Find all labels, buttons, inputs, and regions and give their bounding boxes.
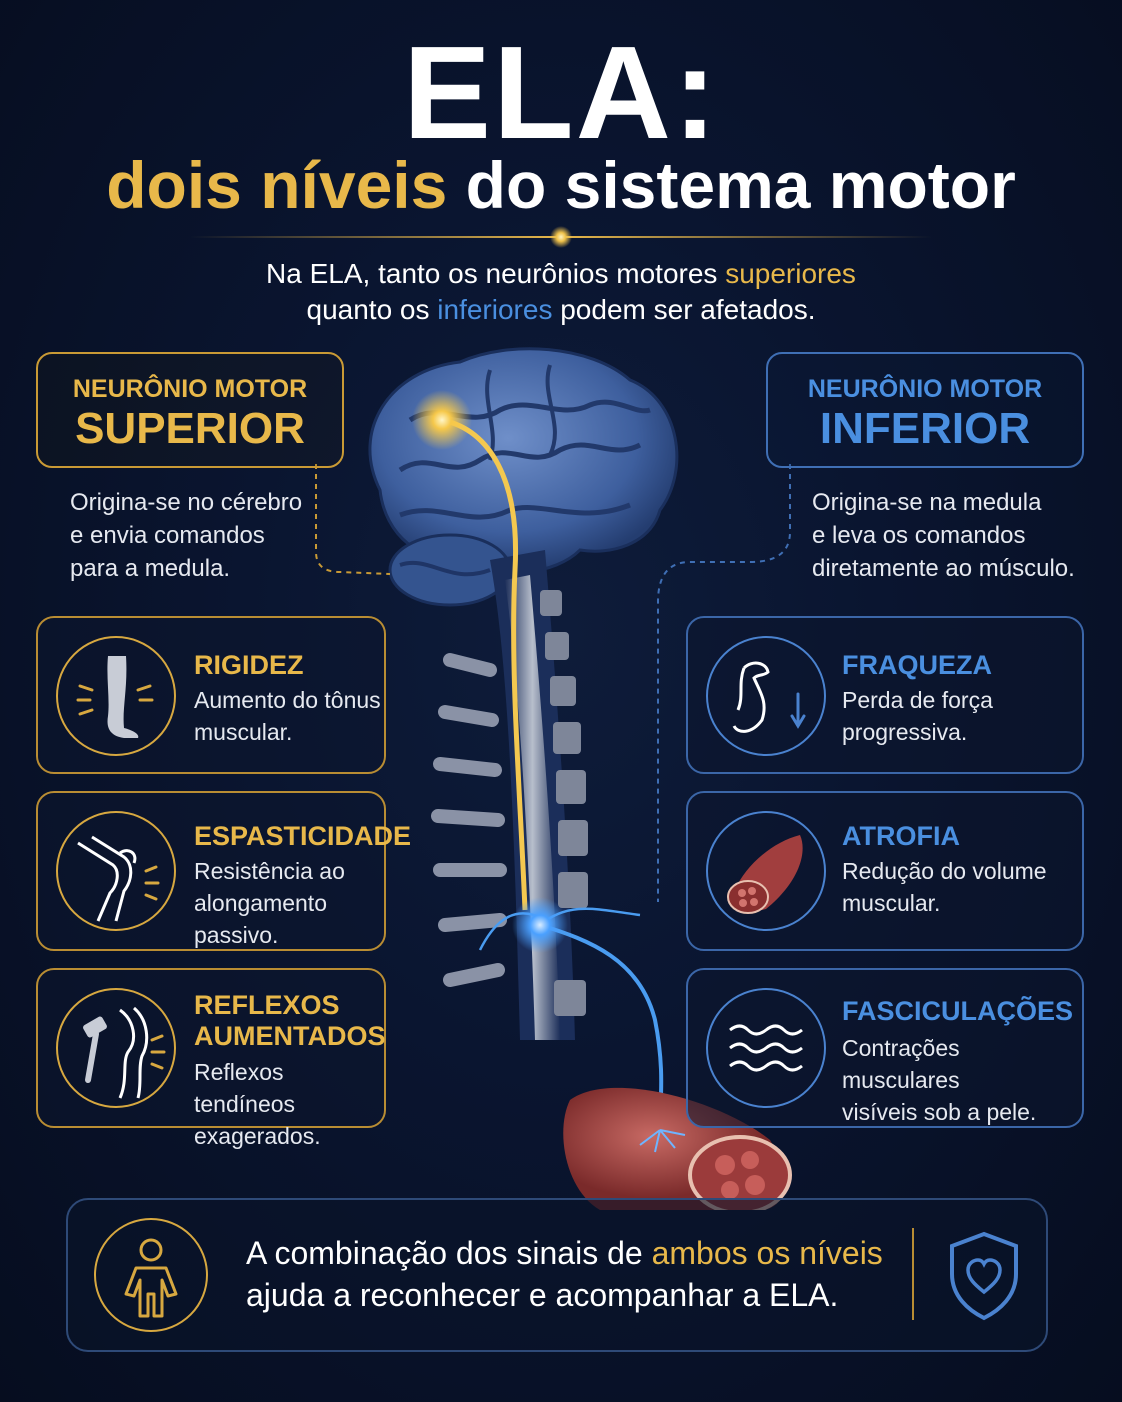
lower-desc-line: diretamente ao músculo.: [812, 555, 1075, 582]
lower-label-small: NEURÔNIO MOTOR: [807, 375, 1043, 403]
upper-desc-line: Origina-se no cérebro: [70, 489, 303, 516]
muscle-icon: [706, 811, 826, 931]
card-title: FASCICULAÇÕES: [842, 996, 1074, 1026]
card-text-line: Redução do volume: [842, 858, 1047, 884]
page-subtitle: dois níveis do sistema motor: [0, 148, 1122, 222]
card-text-line: progressiva.: [842, 719, 968, 745]
upper-label-big: SUPERIOR: [75, 404, 305, 453]
upper-connector: [315, 464, 391, 575]
upper-neuron-cell: [412, 390, 472, 450]
card-fasciculacoes: FASCICULAÇÕES Contrações musculares visí…: [686, 968, 1084, 1128]
card-title: FRAQUEZA: [842, 650, 992, 680]
title-divider: [190, 226, 932, 248]
card-title: RIGIDEZ: [194, 650, 304, 680]
lower-neuron-cell: [512, 897, 568, 953]
card-text-line: Resistência ao: [194, 858, 345, 884]
reflex-hammer-icon: [56, 988, 176, 1108]
summary-banner: A combinação dos sinais de ambos os níve…: [66, 1198, 1048, 1352]
card-espasticidade: ESPASTICIDADE Resistência ao alongamento…: [36, 791, 411, 951]
summary-text: A combinação dos sinais de ambos os níve…: [246, 1232, 926, 1316]
intro-line2: quanto os: [306, 294, 438, 325]
intro-inferiores: inferiores: [437, 294, 553, 325]
intro-text: Na ELA, tanto os neurônios motores super…: [0, 256, 1122, 328]
shield-heart-icon: [950, 1231, 1018, 1321]
card-text-line: muscular.: [194, 719, 293, 745]
upper-label-small: NEURÔNIO MOTOR: [72, 375, 308, 403]
intro-line2-end: podem ser afetados.: [552, 294, 816, 325]
card-text-line: Reflexos tendíneos: [194, 1059, 296, 1117]
card-fraqueza: FRAQUEZA Perda de força progressiva.: [686, 616, 1084, 774]
waves-icon: [706, 988, 826, 1108]
summary-separator: [912, 1228, 914, 1320]
card-reflexos-aumentados: REFLEXOS AUMENTADOS Reflexos tendíneos e…: [36, 968, 386, 1149]
upper-desc-line: para a medula.: [70, 555, 231, 582]
card-rigidez: RIGIDEZ Aumento do tônus muscular.: [36, 616, 386, 774]
leg-icon: [56, 636, 176, 756]
person-icon: [94, 1218, 208, 1332]
intro-superiores: superiores: [725, 258, 856, 289]
subtitle-highlight: dois níveis: [106, 148, 448, 222]
subtitle-rest: do sistema motor: [447, 148, 1016, 222]
card-title: ESPASTICIDADE: [194, 821, 412, 851]
summary-line1: A combinação dos sinais de: [246, 1235, 652, 1271]
card-text-line: alongamento: [194, 890, 327, 916]
lower-label-big: INFERIOR: [819, 404, 1031, 453]
lower-desc-line: e leva os comandos: [812, 522, 1026, 549]
upper-desc-line: e envia comandos: [70, 522, 265, 549]
card-text-line: passivo.: [194, 922, 279, 948]
knee-icon: [56, 811, 176, 931]
page-title: ELA:: [403, 19, 719, 166]
summary-highlight: ambos os níveis: [651, 1235, 883, 1271]
intro-line1: Na ELA, tanto os neurônios motores: [266, 258, 726, 289]
card-text-line: visíveis sob a pele.: [842, 1099, 1037, 1125]
upper-neuron-axon: [441, 417, 528, 911]
card-title: ATROFIA: [842, 821, 960, 851]
card-atrofia: ATROFIA Redução do volume muscular.: [686, 791, 1084, 951]
weak-arm-icon: [706, 636, 826, 756]
lower-description: Origina-se na medula e leva os comandos …: [812, 486, 1092, 585]
card-title: REFLEXOS: [194, 990, 340, 1020]
lower-connector: [657, 464, 791, 902]
vertebrae: [431, 590, 588, 1016]
upper-motor-neuron-label: NEURÔNIO MOTOR SUPERIOR: [36, 352, 344, 468]
card-text-line: Aumento do tônus: [194, 687, 381, 713]
card-text-line: Perda de força: [842, 687, 993, 713]
card-text-line: muscular.: [842, 890, 941, 916]
card-text-line: Contrações musculares: [842, 1035, 960, 1093]
lower-motor-neuron-label: NEURÔNIO MOTOR INFERIOR: [766, 352, 1084, 468]
nervous-system-illustration: [368, 347, 792, 1210]
lower-desc-line: Origina-se na medula: [812, 489, 1042, 516]
card-title: AUMENTADOS: [194, 1021, 386, 1051]
card-text-line: exagerados.: [194, 1123, 321, 1149]
upper-description: Origina-se no cérebro e envia comandos p…: [70, 486, 330, 585]
summary-line2: ajuda a reconhecer e acompanhar a ELA.: [246, 1277, 839, 1313]
